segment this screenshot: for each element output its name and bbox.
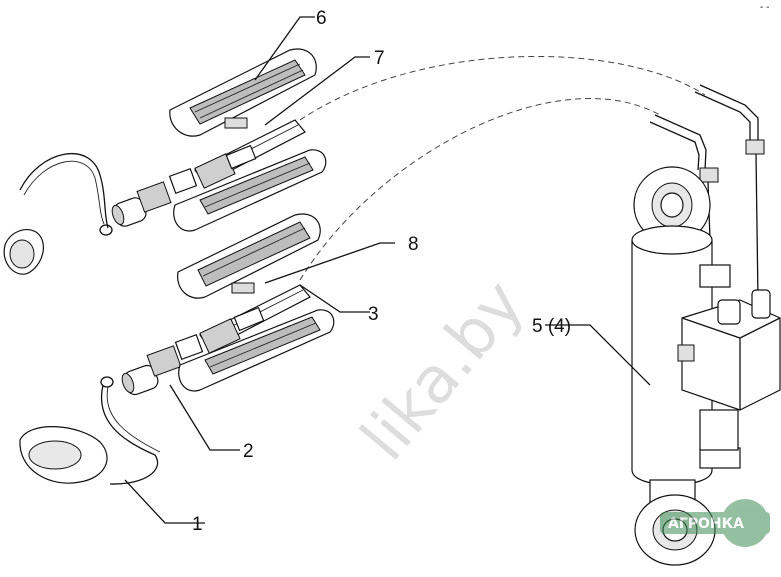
handle-grip-top-upper [169, 48, 317, 137]
hose-dashed-line-lower [299, 98, 661, 281]
dust-cap-lower [19, 376, 161, 485]
corner-mark: - - [760, 2, 769, 13]
callout-5-4: 5 (4) [532, 316, 571, 337]
quick-coupling-lower [121, 334, 204, 396]
watermark-seal: АГРОНКА [660, 499, 770, 547]
callout-3: 3 [368, 304, 379, 325]
quick-coupling-upper [111, 168, 198, 227]
hose-dashed-line-upper [299, 55, 706, 121]
callout-7: 7 [374, 48, 385, 69]
hose-end-fittings [649, 84, 765, 301]
valve-block [677, 289, 781, 451]
handle-grip-bottom-lower [178, 306, 335, 392]
handle-grip-bottom-upper [173, 144, 327, 232]
watermark-text: lika.by [348, 267, 539, 475]
callout-8: 8 [408, 234, 419, 255]
callout-2: 2 [243, 441, 254, 462]
dust-cap-upper [3, 152, 113, 275]
handle-grip-top-lower [177, 213, 321, 299]
callout-1: 1 [192, 514, 203, 535]
callout-6: 6 [316, 8, 327, 29]
leader-lines [124, 16, 651, 524]
seal-text: АГРОНКА [668, 516, 744, 532]
